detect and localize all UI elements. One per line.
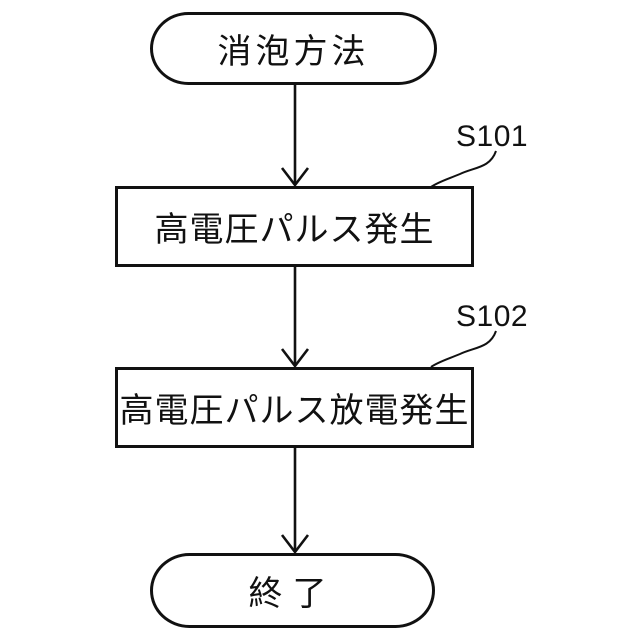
step-id-s102: S102 [456, 300, 529, 333]
process-box-s101: 高電圧パルス発生 [115, 186, 474, 267]
flow-arrow-s102-to-end [280, 447, 310, 555]
step-id-s101: S101 [456, 120, 529, 153]
process-box-s102-label: 高電圧パルス放電発生 [119, 392, 470, 430]
process-box-s101-label: 高電圧パルス発生 [154, 211, 435, 249]
process-box-s102: 高電圧パルス放電発生 [115, 367, 474, 448]
start-terminal: 消泡方法 [150, 12, 437, 85]
flow-arrow-start-to-s101 [280, 84, 310, 188]
end-terminal-label: 終了 [248, 575, 337, 613]
start-terminal-label: 消泡方法 [217, 33, 370, 71]
flow-arrow-s101-to-s102 [280, 266, 310, 369]
leader-line-s102 [430, 330, 497, 368]
leader-line-s101 [430, 150, 497, 188]
end-terminal: 終了 [150, 553, 435, 628]
